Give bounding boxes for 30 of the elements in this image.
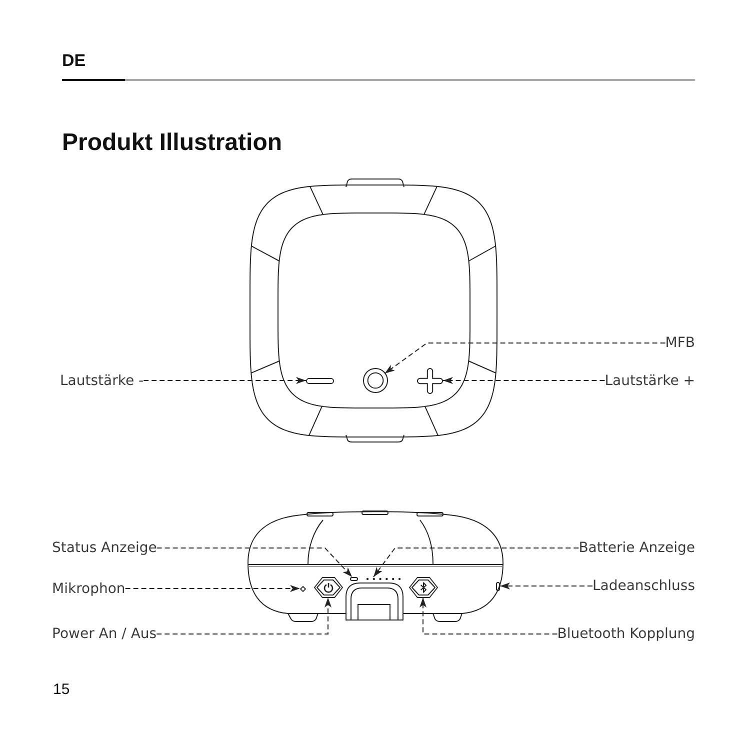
bluetooth-button: [408, 576, 438, 598]
leader-line: [124, 585, 300, 592]
leader-line: [143, 377, 306, 384]
power-button: [314, 576, 342, 598]
led-light: [350, 577, 358, 581]
page-title: Produkt Illustration: [62, 129, 282, 157]
language-label: DE: [62, 50, 86, 72]
callout-label: Lautstärke +: [604, 372, 695, 390]
round-button: [362, 368, 388, 393]
leader-line: [156, 548, 353, 578]
callout-label: Lautstärke -: [60, 372, 144, 390]
leader-line: [500, 582, 593, 590]
callout-label: MFB: [665, 334, 695, 352]
plus-button: [417, 368, 443, 394]
page-number: 15: [53, 681, 70, 699]
callout-label: Ladeanschluss: [592, 577, 695, 595]
callout-label: Power An / Aus: [52, 625, 157, 643]
callout-label: Bluetooth Kopplung: [557, 625, 695, 643]
microphone-hole: [300, 586, 306, 592]
leader-line: [442, 377, 606, 384]
minus-button: [306, 378, 334, 384]
led-dot-row: [366, 577, 401, 581]
leader-line: [156, 597, 332, 634]
callout-label: Mikrophon: [52, 580, 126, 598]
leader-line: [420, 597, 558, 634]
port-slot: [496, 582, 500, 590]
callout-label: Status Anzeige: [52, 539, 157, 557]
leader-line: [384, 342, 666, 374]
leader-line: [372, 548, 580, 578]
callout-label: Batterie Anzeige: [578, 539, 695, 557]
